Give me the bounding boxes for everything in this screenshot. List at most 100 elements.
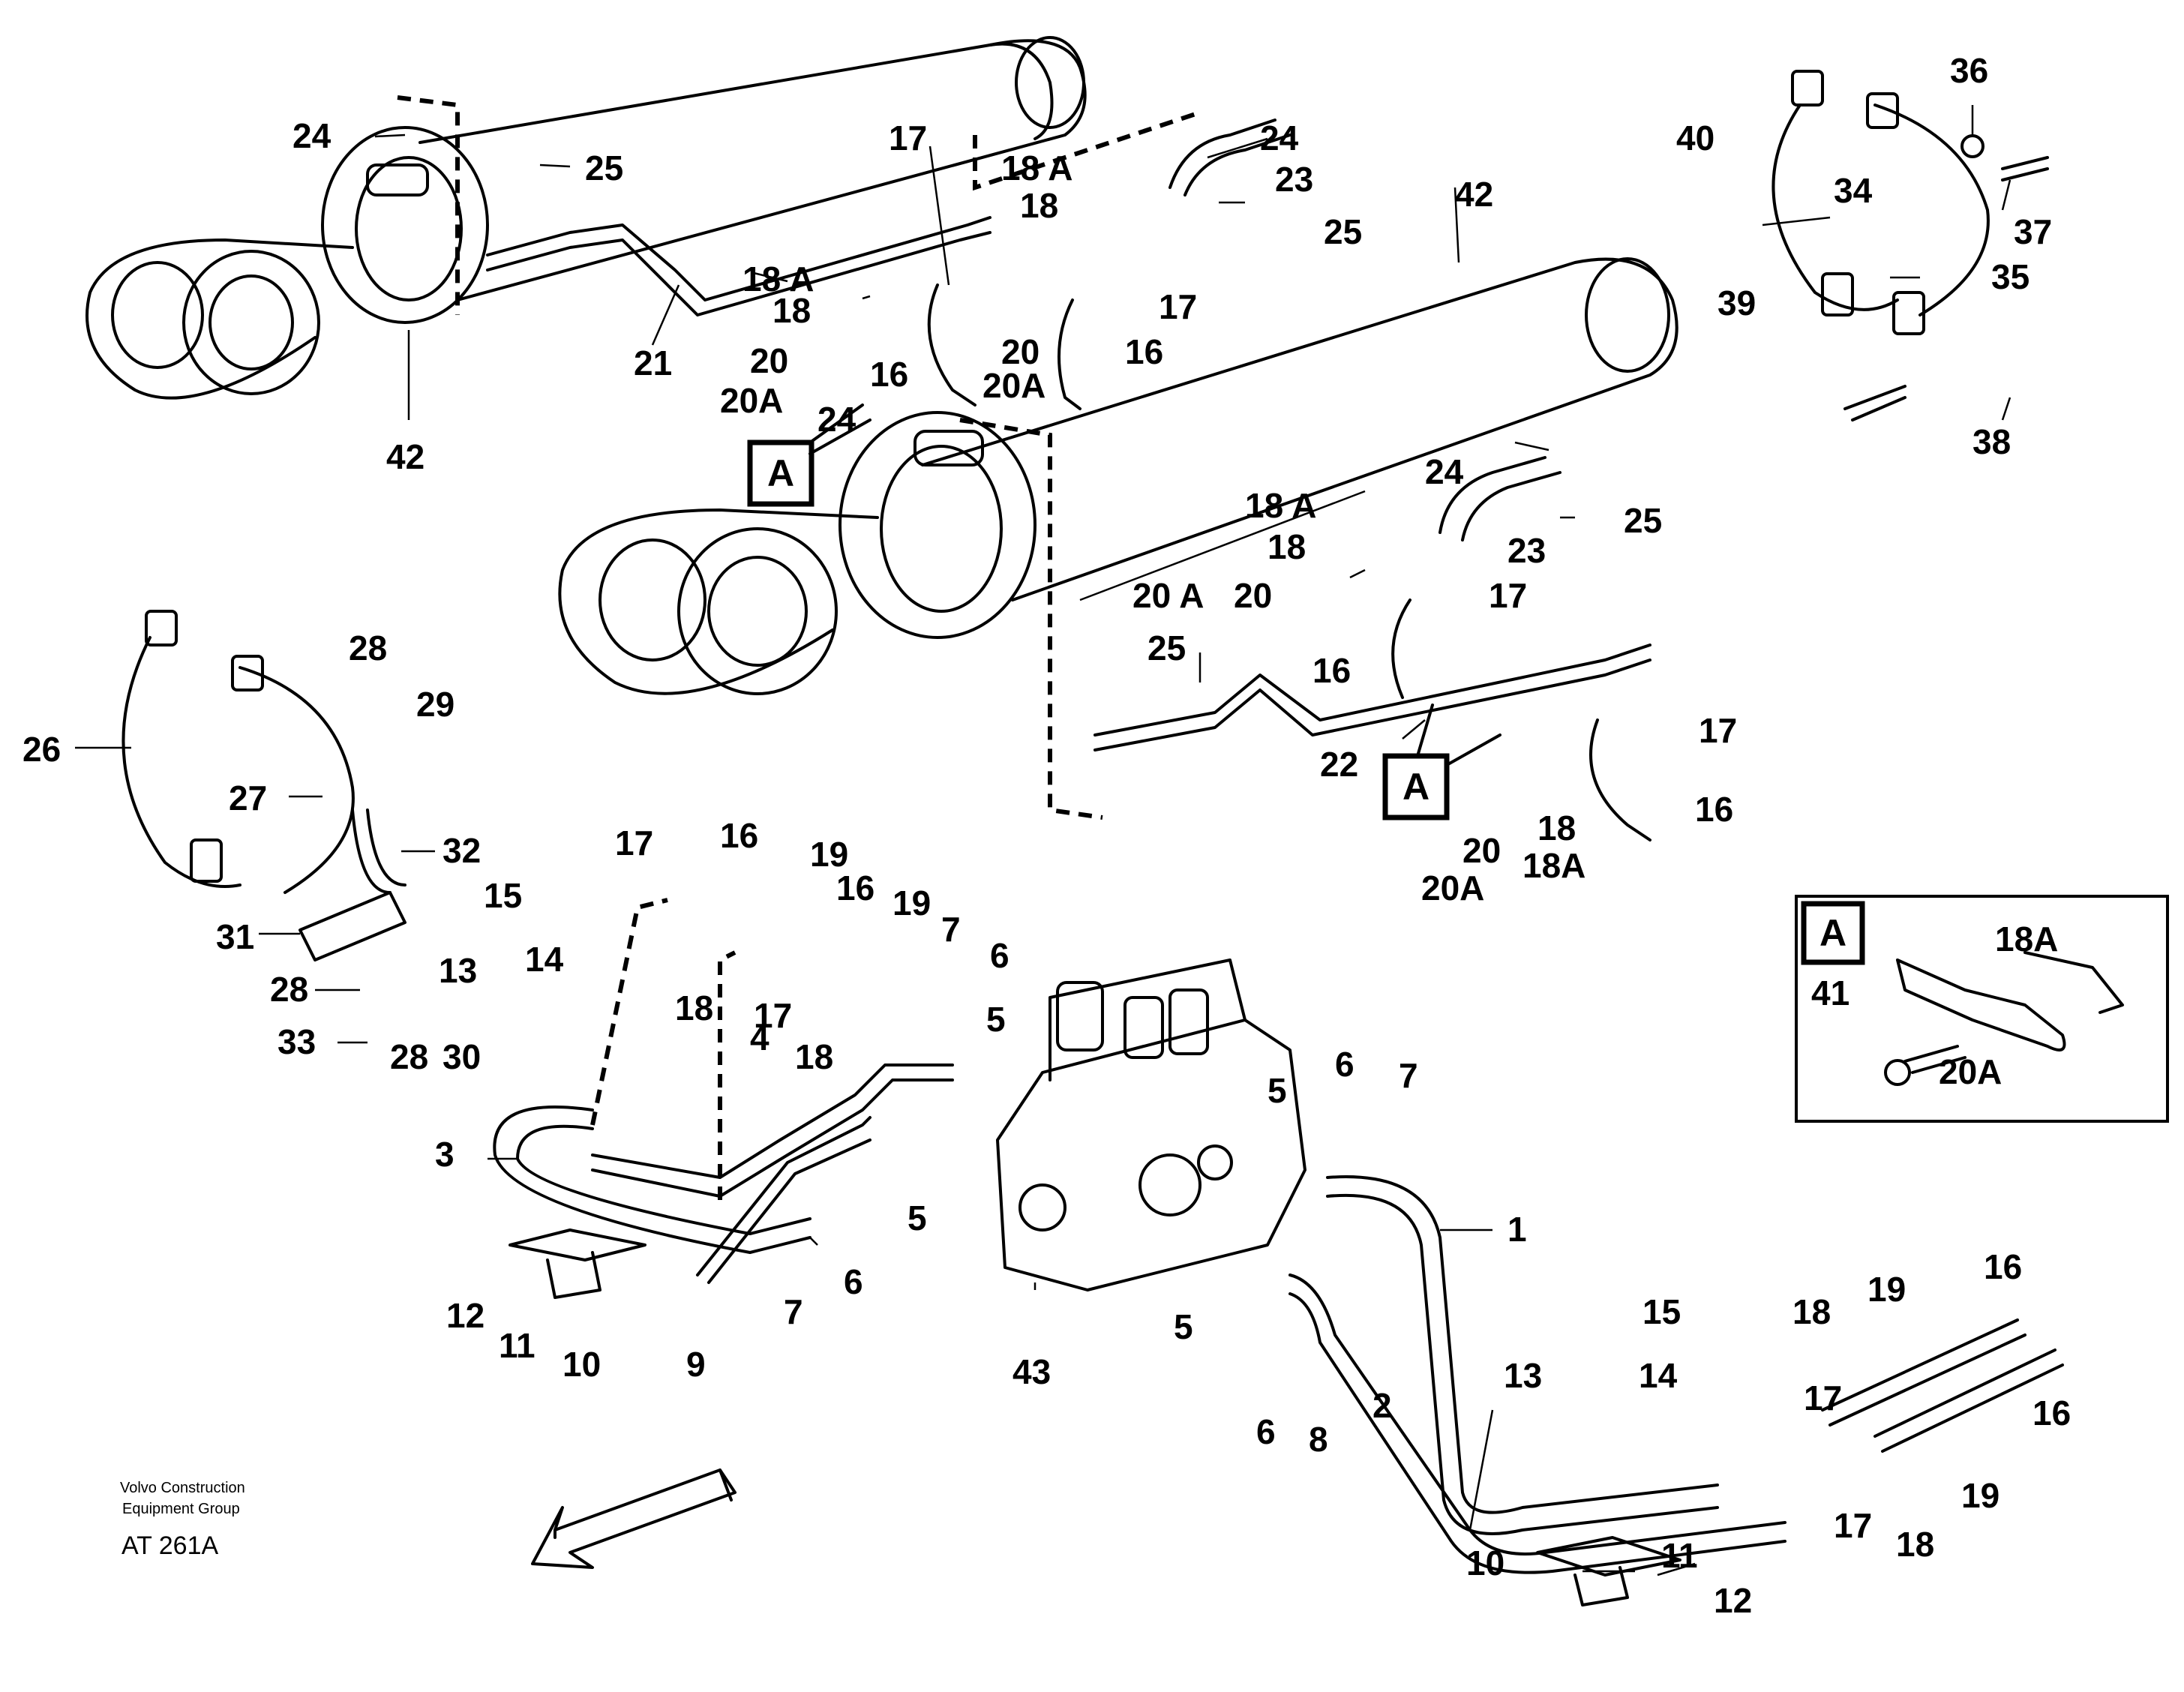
part-label-b15: 20A	[1421, 868, 1484, 908]
pipe-21	[486, 216, 992, 302]
part-label-c3: 34	[1834, 171, 1873, 210]
part-label-f1: 15	[1642, 1292, 1681, 1331]
part-label-e25: 5	[1268, 1071, 1287, 1110]
footer-company-line1: Volvo Construction	[120, 1480, 245, 1496]
part-label-e19: 10	[562, 1345, 601, 1384]
part-label-f8: 17	[1804, 1378, 1842, 1418]
part-label-e30: 6	[1256, 1412, 1276, 1451]
part-label-f4: 18	[1792, 1292, 1831, 1331]
control-valve-43	[996, 958, 1306, 1292]
detail-box-a-1: A	[747, 404, 872, 507]
hose-16-lower	[1821, 1318, 2026, 1426]
part-label-c1: 40	[1676, 118, 1714, 158]
part-label-f14: 12	[1714, 1581, 1752, 1620]
hydraulic-cylinder-lower	[558, 257, 1678, 695]
part-label-f13: 11	[1661, 1536, 1698, 1575]
part-label-b9: 24	[1425, 452, 1464, 491]
part-label-e28: 1	[1508, 1210, 1527, 1249]
part-label-b7: 16	[1312, 651, 1351, 690]
part-label-e1: 15	[484, 876, 522, 915]
part-label-e7: 16	[836, 868, 874, 908]
part-label-a12: 18	[1020, 186, 1058, 225]
part-label-c6: 35	[1991, 257, 2030, 296]
footer-drawing-code: AT 261A	[122, 1532, 218, 1560]
part-label-a9: 17	[889, 118, 927, 158]
part-label-e21: 7	[784, 1292, 803, 1331]
part-label-e15: 4	[750, 1018, 770, 1058]
part-label-f3: 13	[1504, 1356, 1542, 1395]
leader-lines	[75, 105, 2012, 1576]
part-label-d1: 26	[22, 730, 61, 769]
part-label-b8: 17	[1489, 576, 1527, 615]
clamp-26-27	[122, 610, 406, 962]
part-label-b5: 20	[1234, 576, 1272, 615]
part-label-f6: 16	[1984, 1247, 2022, 1286]
part-label-g2: 41	[1811, 974, 1850, 1012]
part-label-a11: 18 A	[1001, 148, 1072, 188]
pipe-22	[1094, 644, 1652, 736]
part-label-e13: 6	[990, 936, 1010, 975]
part-label-d9: 28	[390, 1037, 428, 1076]
footer-company-line2: Equipment Group	[122, 1501, 240, 1517]
part-label-a17: 24	[1260, 118, 1299, 158]
part-label-d7: 28	[270, 970, 308, 1009]
part-label-a4: 21	[634, 344, 672, 382]
part-label-b14: 20	[1462, 831, 1501, 870]
part-label-e12: 7	[941, 910, 961, 949]
part-label-f12: 10	[1466, 1544, 1504, 1582]
part-label-e29: 5	[1174, 1307, 1193, 1346]
part-label-e11: 18	[795, 1037, 833, 1076]
part-label-c2: 39	[1718, 284, 1756, 322]
part-label-e20: 9	[686, 1345, 706, 1384]
detail-box-a-2: A	[1382, 704, 1502, 820]
part-label-e6: 19	[810, 835, 848, 874]
part-label-b16: 18	[1538, 808, 1576, 848]
part-label-b17: 18A	[1522, 846, 1586, 885]
part-label-b13: 22	[1320, 745, 1358, 784]
part-label-f2: 14	[1639, 1356, 1678, 1395]
part-label-b4: 18	[1268, 527, 1306, 566]
part-label-g3: 20A	[1939, 1052, 2002, 1091]
part-label-b6: 20 A	[1132, 576, 1204, 615]
part-label-e2: 14	[525, 940, 564, 979]
part-label-e22: 6	[844, 1262, 863, 1301]
part-label-a13: 20	[1001, 332, 1040, 371]
clamp-34-35	[1772, 70, 2049, 422]
part-label-c7: 38	[1972, 422, 2011, 461]
part-label-d5: 32	[442, 831, 481, 870]
part-label-e10: 17	[754, 996, 792, 1035]
detail-box-a-3-label: A	[1820, 912, 1846, 954]
part-label-a19: 25	[1324, 212, 1362, 251]
part-label-e26: 6	[1335, 1045, 1354, 1084]
part-label-b10: 23	[1508, 531, 1546, 570]
detail-box-a-1-label: A	[767, 452, 794, 494]
part-label-e16: 3	[435, 1135, 454, 1174]
part-label-e4: 17	[615, 824, 653, 862]
part-label-e23: 5	[908, 1198, 927, 1238]
part-label-e8: 19	[892, 884, 931, 922]
part-label-d8: 33	[278, 1022, 316, 1061]
part-label-a2: 25	[585, 148, 623, 188]
part-label-a3: 42	[386, 437, 424, 476]
part-label-e24: 43	[1012, 1352, 1051, 1391]
bracket-10-11-right	[1536, 1536, 1682, 1606]
part-label-d6: 31	[216, 917, 254, 956]
part-label-a5: 18 A	[742, 260, 814, 298]
part-label-g1: 18A	[1995, 920, 2058, 958]
part-label-a7: 20	[750, 341, 788, 380]
part-label-b12: 25	[1148, 628, 1186, 668]
part-label-a8: 20A	[720, 381, 783, 420]
part-label-e32: 2	[1372, 1386, 1392, 1425]
part-label-a18: 23	[1275, 160, 1313, 199]
part-label-e17: 12	[446, 1296, 484, 1335]
detail-a-inset-frame	[1795, 895, 2169, 1123]
part-label-b3: 18 A	[1245, 486, 1316, 525]
part-label-a14: 20A	[982, 366, 1046, 405]
detail-box-a-2-label: A	[1402, 766, 1430, 808]
part-label-b1: 42	[1455, 175, 1493, 214]
part-label-a15: 16	[1125, 332, 1163, 371]
part-label-f5: 19	[1868, 1270, 1906, 1309]
part-label-a10: 16	[870, 355, 908, 394]
part-label-e5: 16	[720, 816, 758, 855]
